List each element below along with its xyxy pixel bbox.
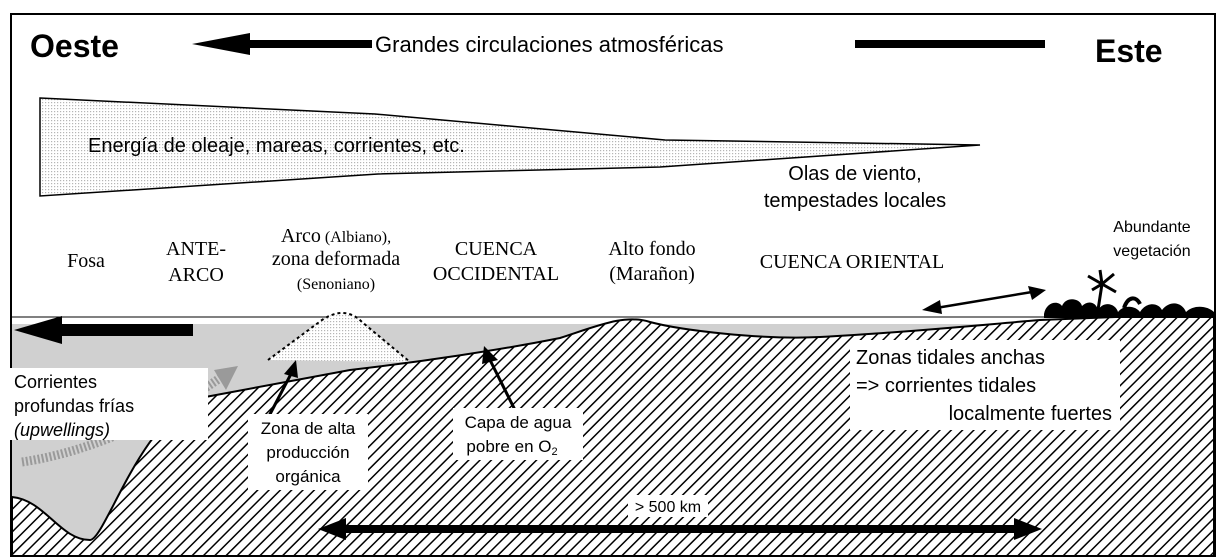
east-label: Este	[1095, 33, 1163, 69]
distance-label: > 500 km	[635, 499, 701, 516]
oxygen-line2: pobre en O2	[466, 437, 557, 458]
zone-arco-line3: (Senoniano)	[297, 276, 375, 293]
zone-cuenca-occ-line1: CUENCA	[455, 238, 538, 260]
pointer-arrow-production	[266, 360, 298, 419]
zone-arco-line1: Arco(Albiano),	[281, 225, 391, 247]
zone-cuenca-occ-line2: OCCIDENTAL	[433, 263, 559, 285]
label-bg-currents	[8, 368, 208, 440]
arc-mound-outline	[267, 312, 411, 363]
currents-line1: Corrientes	[14, 372, 97, 392]
oxygen-line1: Capa de agua	[465, 413, 572, 432]
label-bg-oxygen	[453, 408, 583, 460]
zone-arco-main: Arco	[281, 225, 321, 247]
tidal-line2: => corrientes tidales	[856, 375, 1036, 397]
zone-arco-small: (Albiano),	[325, 229, 391, 246]
zone-alto-line1: Alto fondo	[608, 238, 695, 260]
vegetation-line2: vegetación	[1113, 243, 1190, 260]
zone-arco-line2: zona deformada	[272, 248, 400, 270]
circulation-label: Grandes circulaciones atmosféricas	[375, 32, 723, 57]
label-bg-tidal	[850, 340, 1120, 430]
production-line2: producción	[266, 443, 349, 462]
vegetation-line1: Abundante	[1113, 219, 1191, 236]
currents-line3: (upwellings)	[14, 420, 110, 440]
circulation-arrow	[192, 33, 1045, 55]
currents-line2: profundas frías	[14, 396, 134, 416]
zone-antearco-line2: ARCO	[168, 264, 224, 286]
west-label: Oeste	[30, 28, 119, 64]
zone-antearco-line1: ANTE-	[166, 238, 226, 260]
surface-current-arrow	[14, 316, 193, 344]
wind-label-line1: Olas de viento,	[788, 163, 921, 185]
oxygen-line2-main: pobre en O	[466, 437, 551, 456]
tidal-line3: localmente fuertes	[949, 403, 1112, 425]
arc-mound	[268, 312, 410, 362]
production-line1: Zona de alta	[261, 419, 356, 438]
energy-label: Energía de oleaje, mareas, corrientes, e…	[88, 135, 465, 157]
zone-cuenca-ori: CUENCA ORIENTAL	[760, 251, 945, 273]
sea-surface-gap	[12, 316, 1214, 322]
tidal-line1: Zonas tidales anchas	[856, 347, 1045, 369]
wind-label-line2: tempestades locales	[764, 190, 946, 212]
pointer-arrow-oxygen	[482, 346, 517, 411]
tidal-double-arrow	[922, 286, 1046, 314]
distance-arrow	[318, 518, 1042, 540]
label-bg-production	[248, 414, 368, 490]
production-line3: orgánica	[275, 467, 341, 486]
zone-alto-line2: (Marañon)	[609, 263, 695, 285]
energy-wedge	[39, 97, 981, 197]
oxygen-subscript: 2	[551, 446, 557, 458]
zone-fosa: Fosa	[67, 250, 105, 272]
label-bg-distance	[628, 495, 708, 517]
vegetation-icon	[1044, 269, 1214, 318]
